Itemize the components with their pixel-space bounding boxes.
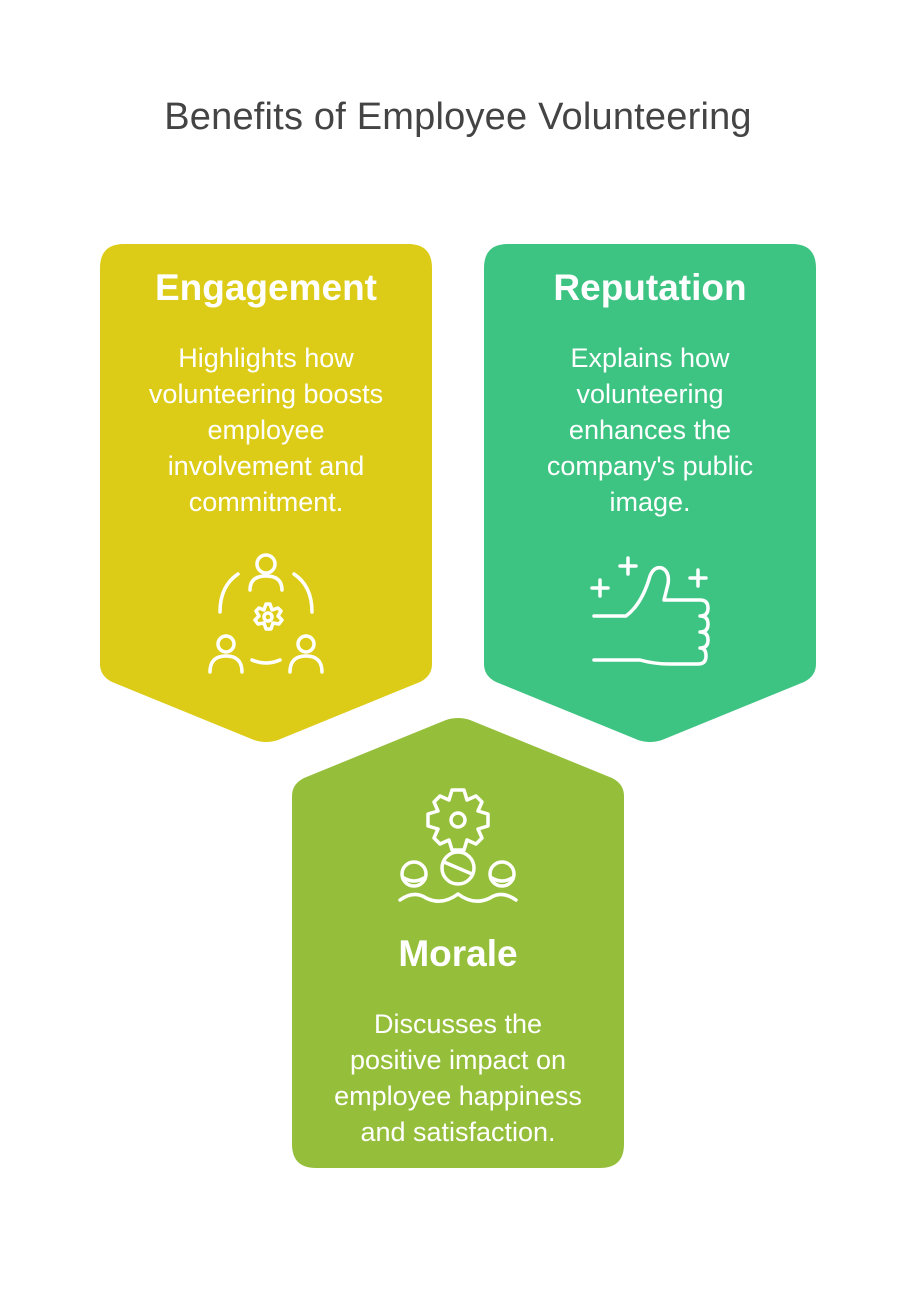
morale-heading: Morale (398, 933, 518, 974)
engagement-line: employee (207, 415, 325, 445)
morale-line: employee happiness (334, 1081, 582, 1111)
reputation-line: Explains how (570, 343, 730, 373)
engagement-card (100, 244, 432, 744)
page-title: Benefits of Employee Volunteering (164, 96, 752, 138)
team-gear-icon (202, 552, 330, 681)
engagement-line: commitment. (188, 487, 344, 517)
reputation-line: image. (609, 487, 691, 517)
reputation-line: volunteering (576, 379, 724, 409)
reputation-card-shape (484, 244, 816, 742)
engagement-line: volunteering boosts (148, 379, 384, 409)
engagement-text: Engagement Highlights how volunteering b… (100, 266, 432, 520)
engagement-line: Highlights how (178, 343, 354, 373)
engagement-line: involvement and (167, 451, 365, 481)
morale-text: Morale Discusses the positive impact on … (292, 932, 624, 1150)
reputation-line: company's public (546, 451, 754, 481)
reputation-description: Explains how volunteering enhances the c… (484, 340, 816, 520)
morale-line: positive impact on (349, 1045, 567, 1075)
reputation-text: Reputation Explains how volunteering enh… (484, 266, 816, 520)
morale-line: Discusses the (373, 1009, 543, 1039)
morale-line: and satisfaction. (360, 1117, 556, 1147)
morale-card-shape (292, 718, 624, 1168)
engagement-card-shape (100, 244, 432, 742)
engagement-heading: Engagement (154, 267, 378, 308)
reputation-line: enhances the (568, 415, 732, 445)
reputation-heading: Reputation (553, 267, 747, 308)
reputation-card (484, 244, 816, 744)
morale-description: Discusses the positive impact on employe… (292, 1006, 624, 1150)
thumbs-up-sparkle-icon (588, 554, 714, 679)
morale-card (292, 716, 624, 1168)
happy-team-gear-icon (396, 786, 520, 911)
engagement-description: Highlights how volunteering boosts emplo… (100, 340, 432, 520)
